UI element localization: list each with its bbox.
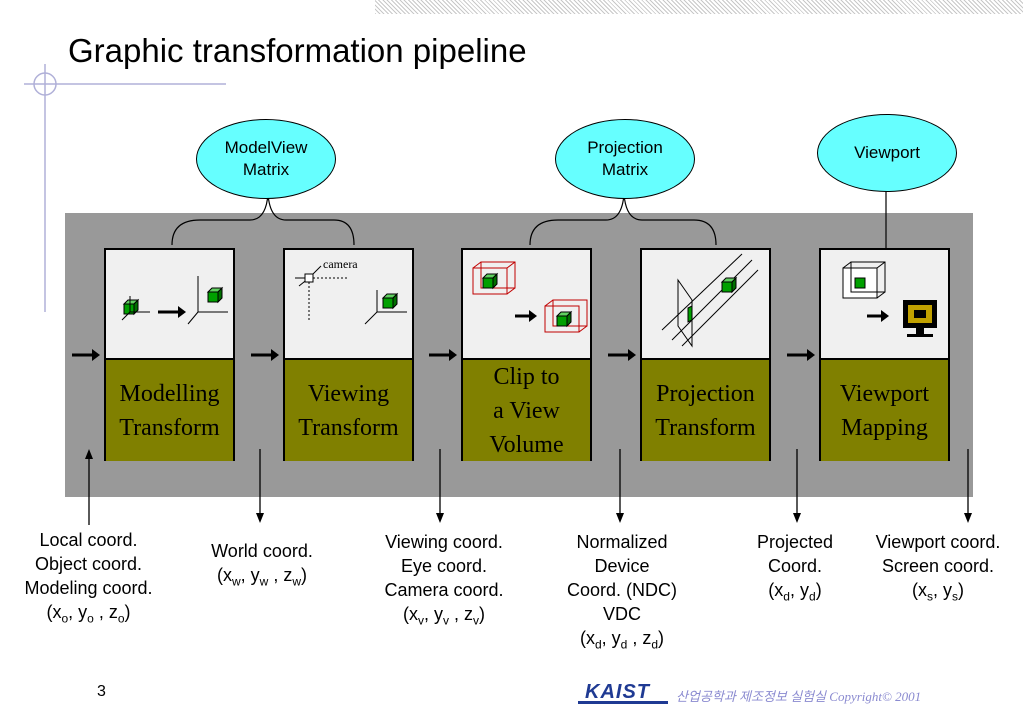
viewing-illustration: camera [285,250,412,360]
projection-matrix-label: Projection Matrix [587,138,663,179]
copyright-text: 산업공학과 제조정보 실험실 Copyright© 2001 [676,689,922,704]
modelview-brace [171,193,355,246]
flow-arrow-icon [608,349,636,361]
modelview-matrix-label: ModelView Matrix [224,138,308,179]
viewing-coord-label: Viewing coord. Eye coord. Camera coord. … [384,532,504,628]
down-arrow-icon [616,449,624,523]
coord-arrows [85,449,972,525]
clip-illustration [463,250,590,360]
monitor-icon [903,300,937,337]
projection-matrix-ellipse: Projection Matrix [555,119,695,199]
volume-box-icon [842,261,886,299]
header-pattern [375,0,1023,14]
flow-arrow-icon [72,349,100,361]
page-number: 3 [97,683,106,700]
small-cube-icon [122,298,140,316]
up-arrow-icon [85,449,93,525]
viewport-coord-label: Viewport coord. Screen coord. (xs, ys) [875,532,1001,604]
viewport-label: Viewport [854,143,920,162]
flow-arrow-icon [787,349,815,361]
kaist-logo: KAIST [585,681,650,703]
cube-icon [381,292,399,310]
flow-arrow-icon [251,349,279,361]
down-arrow-icon [256,449,264,523]
projection-illustration [642,250,769,360]
projection-brace [529,193,717,246]
viewport-illustration [821,250,948,360]
flow-arrow-icon [429,349,457,361]
local-coord-label: Local coord. Object coord. Modeling coor… [24,530,153,626]
flow-arrows [72,349,815,361]
view-volume-box-icon [472,261,516,295]
down-arrow-icon [436,449,444,523]
ndc-coord-label: Normalized Device Coord. (NDC) VDC (xd, … [566,532,677,652]
kaist-logo-bar [578,701,668,704]
viewport-ellipse: Viewport [817,114,957,192]
projection-plane-icon [677,278,693,348]
clipped-volume-icon [544,299,588,333]
camera-label: camera [323,257,358,271]
down-arrow-icon [793,449,801,523]
projected-coord-label: Projected Coord. (xd, yd) [756,532,834,604]
page-title: Graphic transformation pipeline [68,32,527,69]
camera-icon [295,265,347,320]
cube-icon [720,276,738,294]
cube-icon [206,286,224,304]
world-coord-label: World coord. (xw, yw , zw) [211,541,313,589]
crosshair-decoration [24,64,226,312]
modelling-illustration [106,250,233,360]
down-arrow-icon [964,449,972,523]
modelview-matrix-ellipse: ModelView Matrix [196,119,336,199]
